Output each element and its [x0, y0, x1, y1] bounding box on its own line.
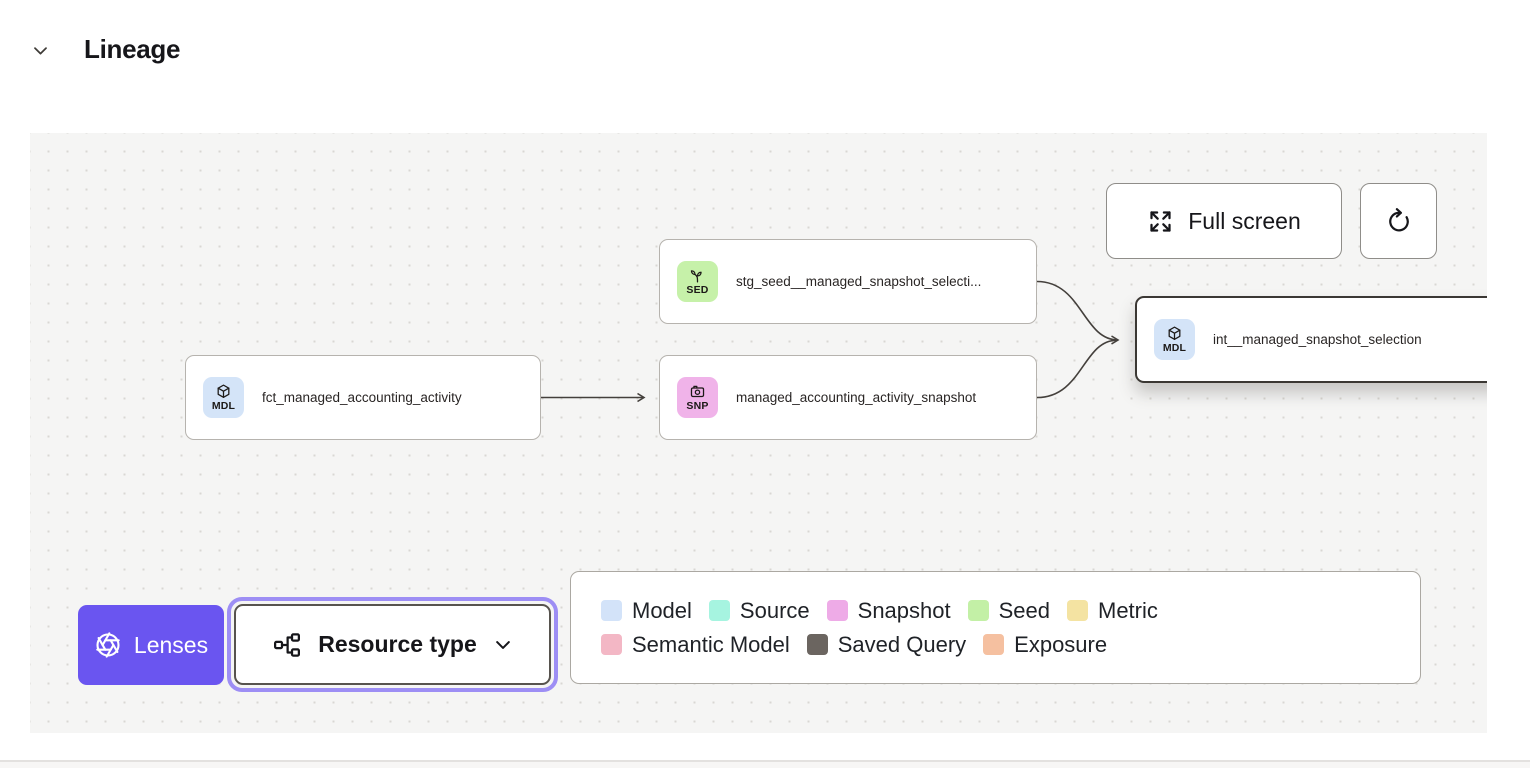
fullscreen-button[interactable]: Full screen — [1106, 183, 1342, 259]
badge-label: SNP — [686, 400, 709, 413]
lineage-node-seed[interactable]: SED stg_seed__managed_snapshot_selecti..… — [659, 239, 1037, 324]
legend-swatch-saved-query — [806, 634, 828, 655]
legend-label: Source — [739, 597, 810, 623]
legend-label: Saved Query — [837, 631, 967, 657]
legend-item: Exposure — [983, 632, 1107, 658]
resource-type-label: Resource type — [318, 631, 477, 657]
resource-type-dropdown[interactable]: Resource type — [234, 604, 551, 685]
legend-label: Model — [632, 597, 692, 623]
lenses-button-label: Lenses — [133, 631, 209, 658]
legend-item: Seed — [967, 597, 1050, 624]
badge-label: MDL — [1162, 342, 1187, 355]
lineage-node-model-int-selected[interactable]: MDL int__managed_snapshot_selection — [1135, 296, 1487, 383]
legend-swatch-seed — [967, 600, 989, 621]
chevron-down-icon — [493, 635, 513, 655]
model-badge: MDL — [1154, 319, 1195, 360]
seed-icon — [689, 267, 706, 284]
fullscreen-button-label: Full screen — [1188, 207, 1301, 234]
aperture-icon — [94, 631, 122, 659]
snapshot-icon — [689, 383, 706, 400]
legend-label: Semantic Model — [632, 631, 790, 657]
legend-item: Snapshot — [826, 597, 951, 624]
legend-swatch-semantic-model — [601, 634, 622, 655]
legend-label: Exposure — [1014, 631, 1108, 657]
legend-label: Metric — [1098, 597, 1158, 623]
node-label: stg_seed__managed_snapshot_selecti... — [736, 274, 982, 289]
legend-swatch-exposure — [983, 634, 1005, 655]
refresh-icon — [1385, 207, 1413, 235]
bottom-strip — [0, 762, 1530, 768]
node-label: managed_accounting_activity_snapshot — [736, 390, 977, 405]
legend-swatch-snapshot — [826, 600, 848, 621]
resource-type-focus-ring: Resource type — [227, 597, 558, 692]
page-title: Lineage — [84, 34, 181, 64]
node-label: fct_managed_accounting_activity — [262, 390, 462, 405]
bottom-divider — [0, 760, 1530, 762]
snapshot-badge: SNP — [677, 377, 718, 418]
legend-item: Metric — [1067, 598, 1158, 624]
collapse-chevron-icon[interactable] — [28, 38, 52, 62]
lineage-node-model-fct[interactable]: MDL fct_managed_accounting_activity — [185, 355, 541, 440]
legend-item: Source — [708, 597, 810, 624]
legend-label: Seed — [998, 597, 1050, 623]
model-badge: MDL — [203, 377, 244, 418]
legend-swatch-metric — [1067, 600, 1088, 621]
legend-row-2: Semantic Model Saved Query Exposure — [601, 632, 1390, 658]
badge-label: MDL — [211, 400, 236, 413]
seed-badge: SED — [677, 261, 718, 302]
legend-item: Saved Query — [806, 631, 967, 658]
refresh-button[interactable] — [1360, 183, 1437, 259]
badge-label: SED — [686, 284, 709, 297]
model-icon — [215, 383, 232, 400]
lineage-node-snapshot[interactable]: SNP managed_accounting_activity_snapshot — [659, 355, 1037, 440]
legend-row-1: Model Source Snapshot Seed Metric — [601, 598, 1390, 624]
legend-item: Semantic Model — [601, 632, 790, 658]
resource-type-legend: Model Source Snapshot Seed Metric — [570, 571, 1421, 684]
legend-label: Snapshot — [857, 597, 951, 623]
legend-item: Model — [601, 598, 692, 624]
lenses-button[interactable]: Lenses — [78, 605, 224, 685]
node-label: int__managed_snapshot_selection — [1213, 332, 1422, 347]
lineage-canvas[interactable]: Full screen SED — [30, 133, 1487, 733]
legend-swatch-source — [708, 600, 730, 621]
hierarchy-icon — [272, 630, 302, 660]
expand-icon — [1147, 208, 1174, 235]
model-icon — [1166, 325, 1183, 342]
legend-swatch-model — [601, 600, 622, 621]
